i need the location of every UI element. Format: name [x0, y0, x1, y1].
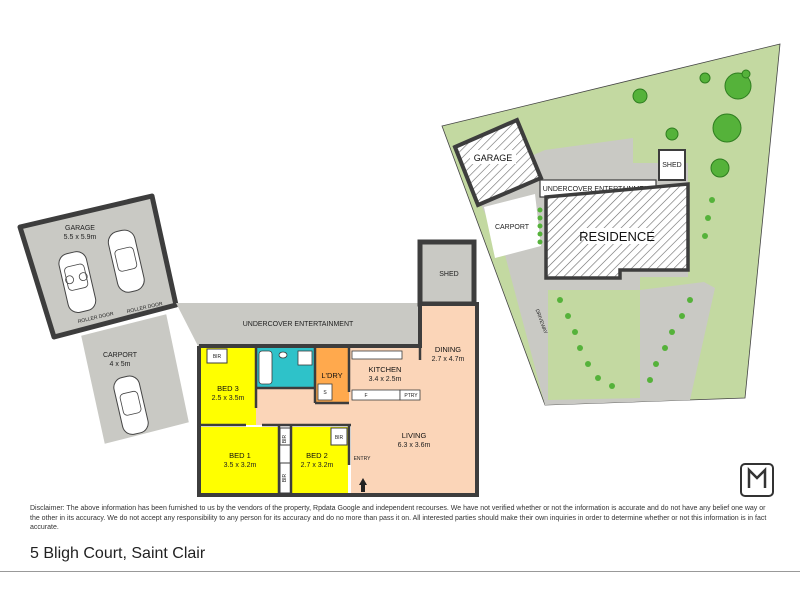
carport-label: CARPORT	[103, 352, 138, 359]
entry-label: ENTRY	[354, 456, 372, 462]
tree-icon	[632, 69, 752, 178]
floor-plan: GARAGE 5.5 x 5.9m ROLLER DOOR ROLLER DOO…	[17, 43, 781, 497]
property-address: 5 Bligh Court, Saint Clair	[30, 545, 206, 562]
shed-label: SHED	[439, 271, 458, 278]
pantry-label: PTRY	[404, 393, 418, 399]
bir-label: BIR	[282, 473, 288, 482]
disclaimer: Disclaimer: The above information has be…	[30, 505, 767, 531]
bir-label: BIR	[282, 434, 288, 443]
shower-label: S	[323, 390, 327, 396]
site-carport: CARPORT	[484, 194, 541, 258]
carport: CARPORT 4 x 5m	[78, 311, 192, 447]
kitchen-label: KITCHEN	[369, 365, 402, 374]
bed3-label: BED 3	[217, 384, 239, 393]
bed3-dims: 2.5 x 3.5m	[212, 395, 245, 402]
site-plan: DRIVEWAY GARAGE UNDERCOVER ENTERTAINMENT…	[441, 43, 781, 406]
compass-logo-icon	[740, 463, 774, 497]
living-dims: 6.3 x 3.6m	[398, 442, 431, 449]
house: BIR BIR BIR BIR BED 3 2.5 x 3.5m BED 1 3…	[197, 302, 479, 497]
bir-label: BIR	[335, 435, 344, 441]
fridge-label: F	[364, 393, 367, 399]
bed1-dims: 3.5 x 3.2m	[224, 462, 257, 469]
bed2-label: BED 2	[306, 451, 328, 460]
site-residence: UNDERCOVER ENTERTAINMENT RESIDENCE SHED	[539, 149, 690, 280]
undercover-entertainment: UNDERCOVER ENTERTAINMENT	[176, 303, 418, 346]
divider	[0, 571, 800, 572]
car-icon	[107, 229, 145, 293]
bed1-label: BED 1	[229, 451, 251, 460]
garage-label: GARAGE	[65, 225, 95, 232]
site-carport-label: CARPORT	[495, 224, 530, 231]
site-residence-label: RESIDENCE	[579, 229, 655, 244]
garage: GARAGE 5.5 x 5.9m ROLLER DOOR ROLLER DOO…	[17, 193, 179, 340]
shed: SHED	[417, 239, 477, 307]
site-shed-label: SHED	[662, 162, 681, 169]
site-garage-label: GARAGE	[474, 153, 513, 163]
site-garage: GARAGE	[452, 117, 544, 208]
dining-dims: 2.7 x 4.7m	[432, 356, 465, 363]
garage-dims: 5.5 x 5.9m	[64, 234, 97, 241]
hedge	[537, 197, 715, 389]
living-label: LIVING	[402, 431, 427, 440]
dining-label: DINING	[435, 345, 461, 354]
carport-dims: 4 x 5m	[109, 361, 130, 368]
bir-label: BIR	[213, 354, 222, 360]
site-undercover-label: UNDERCOVER ENTERTAINMENT	[543, 186, 654, 193]
undercover-label: UNDERCOVER ENTERTAINMENT	[243, 321, 354, 328]
car-icon	[58, 251, 97, 313]
kitchen-dims: 3.4 x 2.5m	[369, 376, 402, 383]
entry-arrow-icon	[359, 478, 367, 492]
bed2-dims: 2.7 x 3.2m	[301, 462, 334, 469]
car-icon	[113, 375, 149, 435]
laundry-label: L'DRY	[321, 371, 342, 380]
